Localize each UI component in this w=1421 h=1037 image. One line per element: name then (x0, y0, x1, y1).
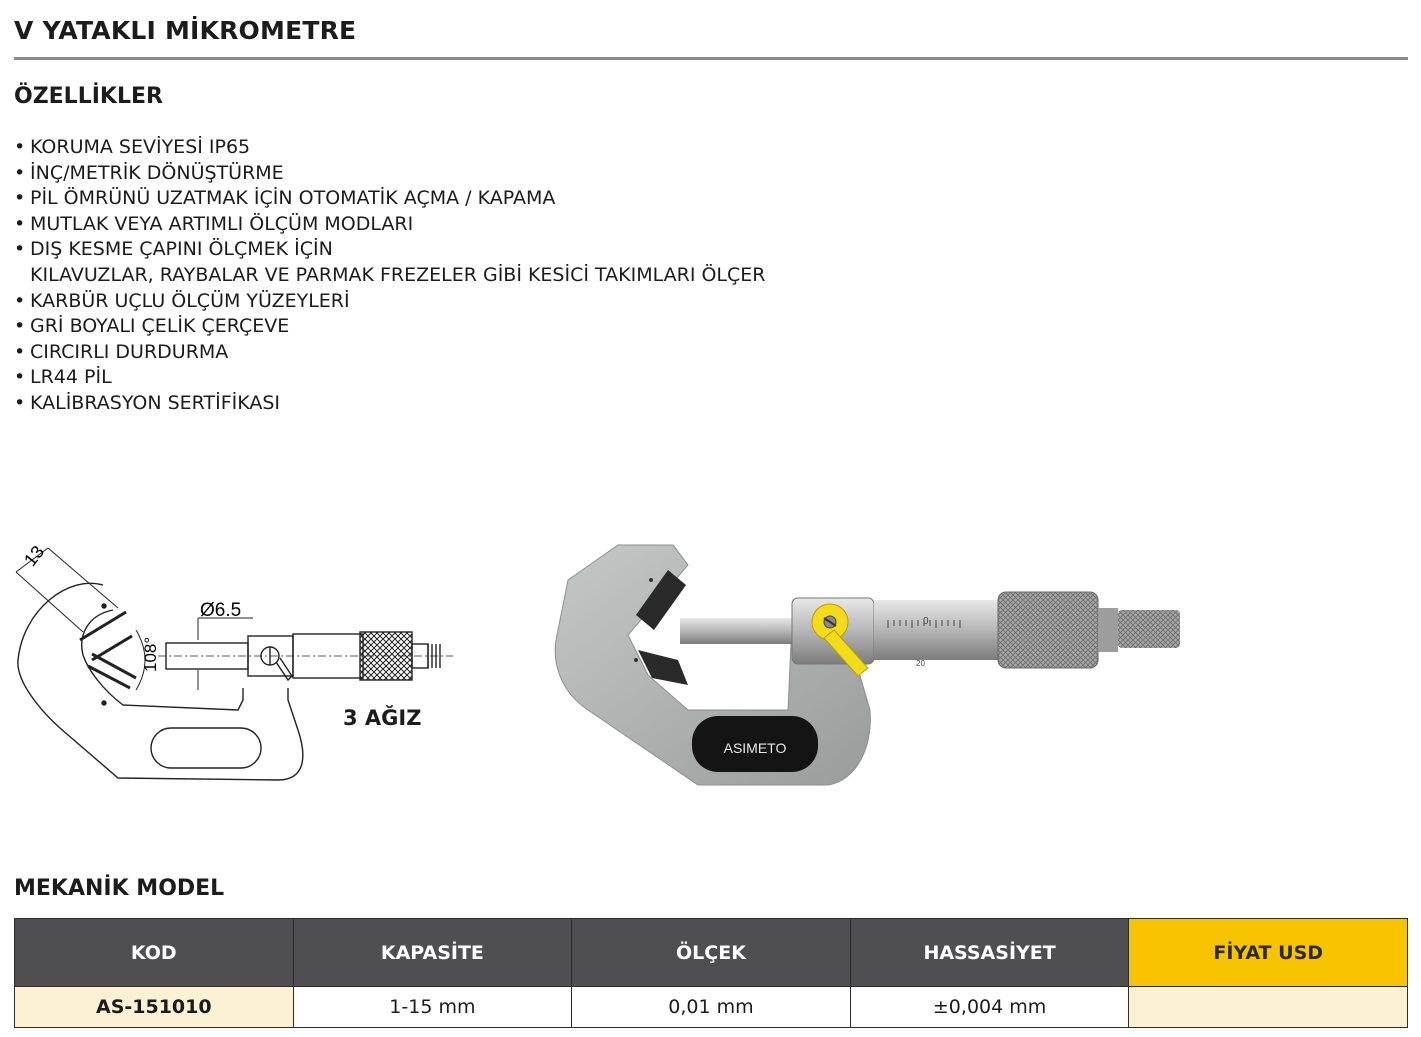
feature-text: MUTLAK VEYA ARTIMLI ÖLÇÜM MODLARI (30, 212, 414, 235)
feature-item: •KARBÜR UÇLU ÖLÇÜM YÜZEYLERİ (14, 289, 765, 315)
bullet: • (14, 289, 26, 312)
mechanical-model-heading: MEKANİK MODEL (14, 876, 225, 901)
bullet: • (14, 315, 26, 338)
dim-angle-label: 108° (141, 637, 160, 672)
feature-text: LR44 PİL (30, 366, 112, 389)
bullet: • (14, 340, 26, 363)
col-header-code: KOD (14, 918, 294, 987)
product-photo: 0 20 ASIMETO (554, 544, 1180, 786)
col-header-scale: ÖLÇEK (571, 918, 851, 987)
features-heading: ÖZELLİKLER (14, 84, 163, 109)
brand-nameplate: ASIMETO (724, 740, 787, 756)
feature-item: •GRİ BOYALI ÇELİK ÇERÇEVE (14, 314, 765, 340)
features-list: •KORUMA SEVİYESİ IP65 •İNÇ/METRİK DÖNÜŞT… (14, 135, 765, 417)
feature-item: •PİL ÖMRÜNÜ UZATMAK İÇİN OTOMATİK AÇMA /… (14, 186, 765, 212)
feature-text: KARBÜR UÇLU ÖLÇÜM YÜZEYLERİ (30, 289, 350, 312)
table-header-row: KOD KAPASİTE ÖLÇEK HASSASİYET FİYAT USD (14, 918, 1408, 987)
bullet: • (14, 136, 26, 158)
table-row: AS-151010 1-15 mm 0,01 mm ±0,004 mm (14, 986, 1408, 1028)
cell-accuracy: ±0,004 mm (849, 986, 1130, 1028)
scale-zero-label: 0 (923, 616, 929, 627)
cell-capacity: 1-15 mm (292, 986, 573, 1028)
col-header-capacity: KAPASİTE (292, 918, 573, 987)
bullet: • (14, 212, 26, 235)
bullet: • (14, 187, 26, 210)
feature-item: •KALİBRASYON SERTİFİKASI (14, 391, 765, 417)
title-divider (14, 57, 1408, 60)
feature-text: KALİBRASYON SERTİFİKASI (30, 391, 281, 414)
feature-text-continuation: KILAVUZLAR, RAYBALAR VE PARMAK FREZELER … (30, 263, 766, 286)
bullet: • (14, 366, 26, 389)
page-title: V YATAKLI MİKROMETRE (14, 16, 357, 45)
bullet: • (14, 238, 26, 261)
feature-item: •İNÇ/METRİK DÖNÜŞTÜRME (14, 161, 765, 187)
cell-code: AS-151010 (14, 986, 294, 1028)
feature-item: •CIRCIRLI DURDURMA (14, 340, 765, 366)
feature-text: PİL ÖMRÜNÜ UZATMAK İÇİN OTOMATİK AÇMA / … (30, 187, 556, 210)
jaw-count-label: 3 AĞIZ (343, 706, 422, 730)
bullet: • (14, 391, 26, 414)
feature-item: •KORUMA SEVİYESİ IP65 (14, 135, 765, 161)
feature-text: CIRCIRLI DURDURMA (30, 340, 229, 363)
bullet: • (14, 161, 26, 184)
feature-item: •MUTLAK VEYA ARTIMLI ÖLÇÜM MODLARI (14, 212, 765, 238)
spec-table: KOD KAPASİTE ÖLÇEK HASSASİYET FİYAT USD … (14, 918, 1408, 1028)
technical-drawing: 13 Ø6.5 108° (15, 542, 453, 781)
feature-text: GRİ BOYALI ÇELİK ÇERÇEVE (30, 315, 290, 338)
feature-text: DIŞ KESME ÇAPINI ÖLÇMEK İÇİN (30, 238, 333, 261)
col-header-accuracy: HASSASİYET (849, 918, 1130, 987)
scale-twenty-label: 20 (916, 659, 925, 668)
feature-item: •LR44 PİL (14, 365, 765, 391)
cell-price (1128, 986, 1408, 1028)
dim-spindle-label: Ø6.5 (200, 600, 241, 621)
feature-text: İNÇ/METRİK DÖNÜŞTÜRME (30, 161, 284, 184)
col-header-price: FİYAT USD (1128, 918, 1408, 987)
feature-text: KORUMA SEVİYESİ IP65 (30, 136, 251, 158)
cell-scale: 0,01 mm (571, 986, 851, 1028)
